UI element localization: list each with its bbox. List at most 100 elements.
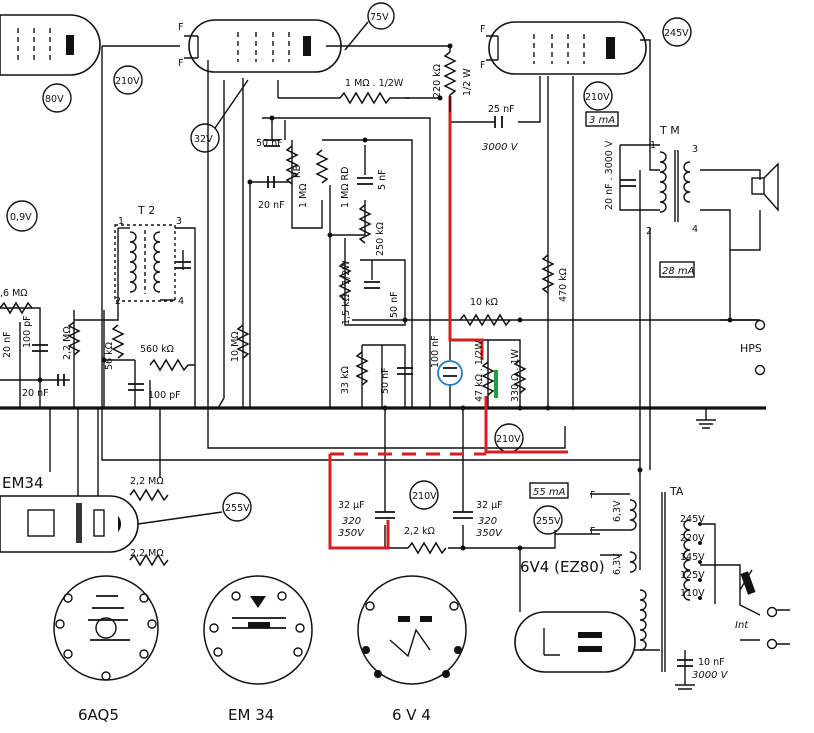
svg-text:32V: 32V bbox=[194, 134, 213, 145]
socket-6aq5: 6AQ5 bbox=[53, 575, 159, 724]
svg-text:1,5 kΩ . 1/2W: 1,5 kΩ . 1/2W bbox=[341, 260, 352, 325]
current-box-3ma: 3 mA bbox=[585, 111, 619, 127]
rectifier-label: 6V4 (EZ80) bbox=[520, 558, 605, 576]
transformer-t2: T 2 1 2 3 4 bbox=[114, 204, 184, 307]
svg-text:470 kΩ: 470 kΩ bbox=[558, 268, 569, 302]
svg-text:125V: 125V bbox=[680, 570, 705, 581]
svg-text:F: F bbox=[590, 490, 595, 501]
filament-label-4: F bbox=[480, 60, 485, 71]
svg-text:210V: 210V bbox=[585, 92, 610, 103]
svg-text:350V: 350V bbox=[338, 528, 365, 539]
voltage-bubble-210v-d: 210V bbox=[409, 480, 439, 510]
resistors bbox=[0, 51, 555, 567]
svg-text:100 pF: 100 pF bbox=[148, 390, 181, 401]
tube-em34: EM34 bbox=[0, 474, 223, 553]
svg-text:25 nF: 25 nF bbox=[488, 104, 515, 115]
svg-text:80V: 80V bbox=[45, 94, 64, 105]
svg-text:10 kΩ: 10 kΩ bbox=[470, 297, 498, 308]
svg-text:6,3V: 6,3V bbox=[612, 500, 623, 522]
svg-text:3000 V: 3000 V bbox=[482, 142, 519, 153]
svg-text:32 µF: 32 µF bbox=[338, 500, 365, 511]
filament-label-3: F bbox=[480, 24, 485, 35]
filament-label-1: F bbox=[178, 22, 183, 33]
voltage-bubble-255v-a: 255V bbox=[222, 492, 252, 522]
svg-text:2: 2 bbox=[115, 296, 121, 307]
svg-text:250 kΩ: 250 kΩ bbox=[375, 222, 386, 256]
svg-text:32 µF: 32 µF bbox=[476, 500, 503, 511]
svg-text:1 MΩ . 1/2W: 1 MΩ . 1/2W bbox=[345, 78, 404, 89]
current-box-28ma: 28 mA bbox=[659, 261, 695, 278]
tube-output bbox=[486, 21, 647, 75]
svg-text:1: 1 bbox=[118, 216, 124, 227]
svg-text:560 kΩ: 560 kΩ bbox=[140, 344, 174, 355]
svg-text:56 kΩ: 56 kΩ bbox=[104, 342, 115, 370]
socket-6aq5-label: 6AQ5 bbox=[78, 706, 119, 724]
svg-text:2,2 kΩ: 2,2 kΩ bbox=[404, 526, 435, 537]
svg-text:0,9V: 0,9V bbox=[10, 212, 32, 223]
svg-text:3 mA: 3 mA bbox=[589, 115, 615, 126]
voltage-bubble-255v-b: 255V bbox=[533, 505, 563, 535]
svg-text:2,2 MΩ: 2,2 MΩ bbox=[130, 548, 164, 559]
svg-text:3: 3 bbox=[692, 144, 698, 155]
svg-text:1: 1 bbox=[650, 140, 656, 151]
power-switch: Int bbox=[735, 569, 790, 645]
svg-text:10 MΩ: 10 MΩ bbox=[230, 331, 241, 362]
svg-text:33 kΩ: 33 kΩ bbox=[340, 366, 351, 394]
svg-text:350V: 350V bbox=[476, 528, 503, 539]
svg-text:20 nF . 3000 V: 20 nF . 3000 V bbox=[604, 140, 615, 210]
svg-text:F: F bbox=[590, 526, 595, 537]
svg-text:3000 V: 3000 V bbox=[692, 670, 729, 681]
svg-text:2,2 MΩ: 2,2 MΩ bbox=[62, 326, 73, 360]
svg-text:75V: 75V bbox=[370, 12, 389, 23]
socket-em34-label: EM 34 bbox=[228, 706, 274, 724]
current-box-55ma: 55 mA bbox=[529, 482, 569, 499]
svg-text:6,3V: 6,3V bbox=[612, 553, 623, 575]
voltage-bubble-210v-a: 210V bbox=[113, 65, 143, 95]
voltage-bubble-80v: 80V bbox=[42, 83, 72, 113]
svg-text:10 nF: 10 nF bbox=[698, 657, 725, 668]
voltage-bubble-245v: 245V bbox=[662, 17, 692, 47]
socket-6v4-label: 6 V 4 bbox=[392, 706, 431, 724]
svg-text:2,2 MΩ: 2,2 MΩ bbox=[130, 476, 164, 487]
svg-text:Int: Int bbox=[735, 620, 749, 631]
svg-text:1 MΩ: 1 MΩ bbox=[298, 183, 309, 208]
socket-6v4: 6 V 4 bbox=[357, 575, 467, 724]
svg-text:245V: 245V bbox=[680, 514, 705, 525]
svg-text:1/2 W: 1/2 W bbox=[462, 68, 473, 96]
svg-text:5 nF: 5 nF bbox=[377, 169, 388, 190]
svg-text:330 Ω . 1W: 330 Ω . 1W bbox=[510, 348, 521, 402]
svg-text:47 kΩ . 1/2W: 47 kΩ . 1/2W bbox=[474, 340, 485, 402]
svg-text:255V: 255V bbox=[536, 516, 561, 527]
svg-text:245V: 245V bbox=[664, 28, 689, 39]
svg-text:320: 320 bbox=[342, 516, 361, 527]
transformer-tm: T M 1 2 3 4 bbox=[646, 124, 698, 237]
svg-text:TA: TA bbox=[669, 485, 684, 498]
svg-text:28 mA: 28 mA bbox=[662, 266, 695, 277]
tube-middle bbox=[184, 19, 342, 73]
wiring bbox=[0, 39, 778, 690]
tube-rectifier: 6V4 (EZ80) bbox=[514, 558, 636, 673]
filament-label-2: F bbox=[178, 58, 183, 69]
svg-text:20 nF: 20 nF bbox=[2, 331, 13, 358]
svg-text:110V: 110V bbox=[680, 588, 705, 599]
svg-text:220V: 220V bbox=[680, 533, 705, 544]
socket-em34: EM 34 bbox=[203, 575, 313, 724]
svg-text:100 pF: 100 pF bbox=[22, 315, 33, 348]
svg-text:3: 3 bbox=[176, 216, 182, 227]
svg-text:2: 2 bbox=[646, 226, 652, 237]
svg-text:1 MΩ RD: 1 MΩ RD bbox=[340, 167, 351, 208]
svg-text:50 nF: 50 nF bbox=[389, 291, 400, 318]
tube-left bbox=[0, 14, 101, 76]
svg-text:210V: 210V bbox=[412, 491, 437, 502]
svg-text:T 2: T 2 bbox=[137, 204, 155, 217]
svg-text:20 nF: 20 nF bbox=[258, 200, 285, 211]
svg-text:RB: RB bbox=[292, 165, 303, 178]
svg-text:4: 4 bbox=[178, 296, 184, 307]
speaker bbox=[751, 162, 779, 212]
svg-text:50 nF: 50 nF bbox=[256, 138, 283, 149]
voltage-bubble-210v-b: 210V bbox=[583, 81, 613, 111]
svg-text:220 kΩ: 220 kΩ bbox=[432, 64, 443, 98]
svg-text:20 nF: 20 nF bbox=[22, 388, 49, 399]
svg-text:320: 320 bbox=[478, 516, 497, 527]
